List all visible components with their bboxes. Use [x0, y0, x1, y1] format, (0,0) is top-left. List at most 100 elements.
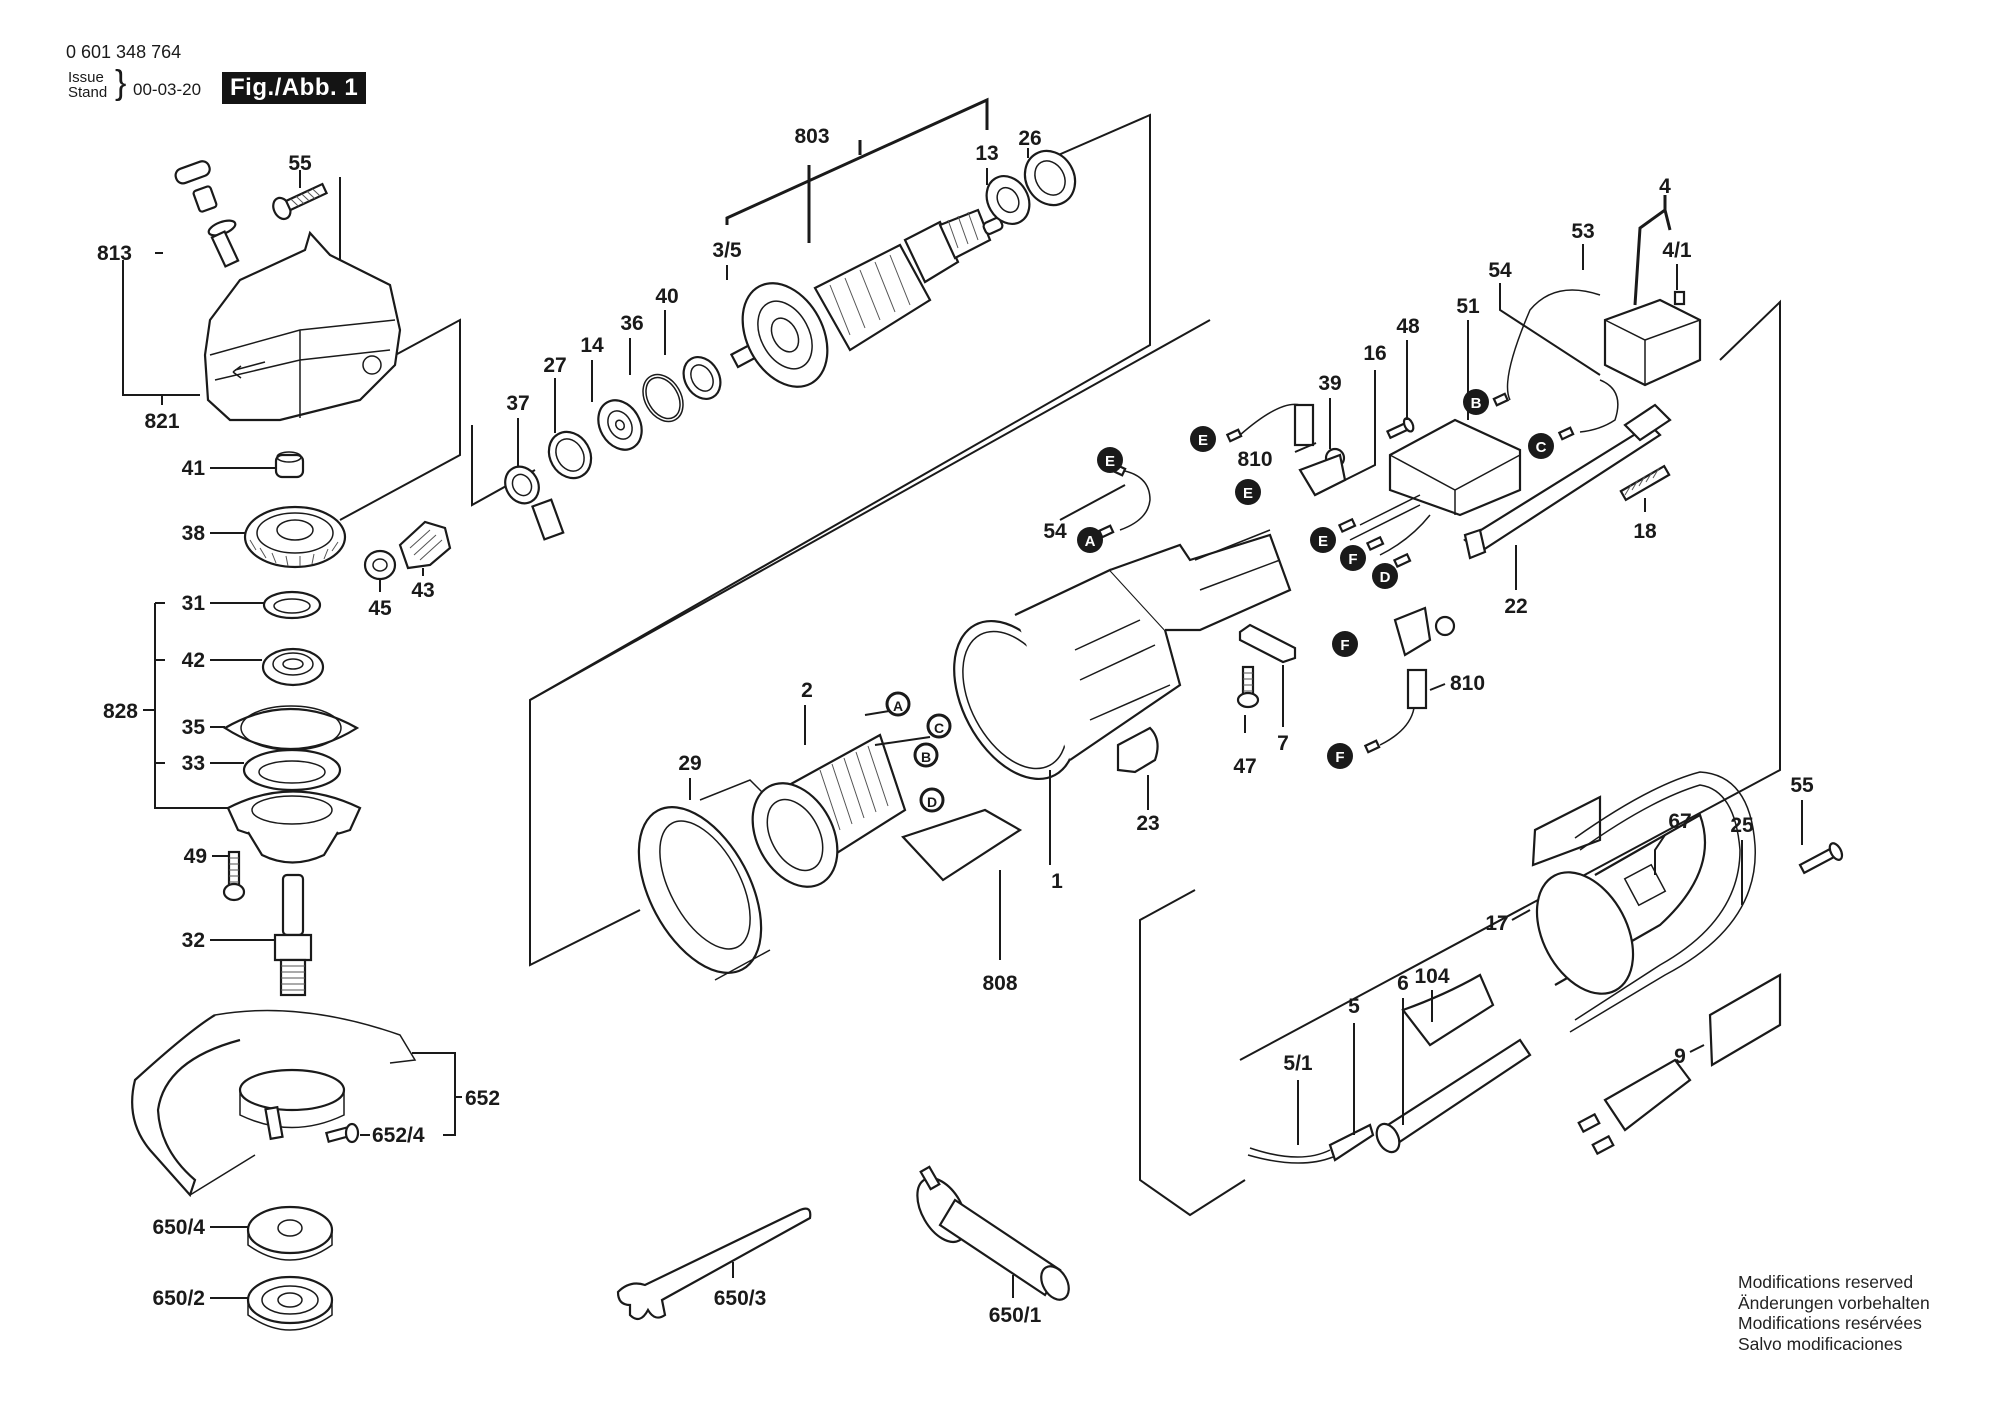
carbon-brush-810-lower	[1406, 668, 1428, 710]
callout-650-2: 650/2	[152, 1287, 205, 1310]
plate-7	[1238, 623, 1297, 664]
field-coil-2	[751, 709, 931, 888]
callout-39: 39	[1318, 372, 1341, 395]
electrical-leaders	[1294, 195, 1678, 691]
svg-text:C: C	[1536, 439, 1547, 456]
connector-e-2: E	[1190, 426, 1216, 452]
screw-55	[272, 182, 329, 221]
handle-25	[1535, 813, 1707, 995]
callout-652: 652	[465, 1087, 500, 1110]
connector-c-1: C	[1528, 433, 1554, 459]
callout-13: 13	[975, 142, 998, 165]
callout-23: 23	[1136, 812, 1159, 835]
callout-53: 53	[1571, 220, 1594, 243]
washer-36	[642, 373, 684, 423]
callout-51: 51	[1456, 295, 1480, 318]
notice-de: Änderungen vorbehalten	[1738, 1292, 1930, 1313]
armature-parts	[504, 149, 1077, 541]
circlip-31	[262, 590, 322, 620]
pin-spanner-650-3	[616, 1207, 812, 1321]
armature-leaders	[517, 97, 1029, 466]
connector-d-2: D	[919, 787, 945, 813]
label-104	[1401, 973, 1495, 1047]
callout-67: 67	[1668, 810, 1691, 833]
callout-40: 40	[655, 285, 678, 308]
power-plug	[1577, 1058, 1692, 1156]
svg-text:E: E	[1105, 453, 1115, 470]
guard-clamp	[238, 1068, 346, 1112]
connector-e-1: E	[1097, 447, 1123, 473]
nut-45	[363, 549, 397, 581]
screw-4-1	[1673, 290, 1686, 306]
callout-47: 47	[1233, 755, 1256, 778]
spindle-32	[281, 873, 305, 937]
callout-31: 31	[182, 592, 206, 615]
handle-parts	[1247, 771, 1844, 1164]
ball-bearing-13	[985, 175, 1031, 225]
gear-housing-821	[203, 230, 402, 422]
callout-4: 4	[1659, 175, 1671, 198]
armature-803	[729, 208, 1004, 388]
callout-5-1: 5/1	[1283, 1052, 1313, 1075]
housing-outline-left	[529, 319, 1211, 967]
callout-33: 33	[182, 752, 205, 775]
switch-pin	[210, 230, 240, 268]
bevel-gear-38	[243, 505, 347, 569]
ring-27	[547, 430, 593, 480]
callout-14: 14	[580, 334, 604, 357]
svg-text:D: D	[1380, 569, 1391, 586]
ball-bearing-14	[597, 399, 643, 451]
screw-48	[1385, 417, 1415, 440]
switch-4	[1603, 298, 1702, 387]
notice-es: Salvo modificaciones	[1738, 1333, 1903, 1354]
accessory-parts	[616, 1165, 1070, 1321]
callout-22: 22	[1504, 595, 1527, 618]
clamping-nut-650-2	[246, 1275, 334, 1325]
connector-b-2: B	[913, 742, 939, 768]
svg-text:D: D	[927, 794, 937, 810]
connector-markers: E A E E E F D B C F F A C B D	[885, 389, 1554, 813]
callout-3-5: 3/5	[712, 239, 742, 262]
cable-guard-5	[1328, 1123, 1375, 1162]
callout-48: 48	[1396, 315, 1420, 338]
callout-16: 16	[1363, 342, 1386, 365]
connector-f-1: F	[1340, 545, 1366, 571]
mounting-flange-650-4	[246, 1205, 334, 1255]
callout-49: 49	[184, 845, 207, 868]
connector-f-2: F	[1332, 631, 1358, 657]
connector-f-3: F	[1327, 743, 1353, 769]
callout-17: 17	[1485, 912, 1508, 935]
callout-652-4: 652/4	[372, 1124, 425, 1147]
brush-holder-16	[1298, 453, 1347, 497]
armature-outline-right	[529, 113, 1151, 701]
label-9	[1708, 973, 1782, 1067]
switch-outline-right	[1239, 299, 1781, 1061]
ball-bearing-42	[261, 647, 325, 687]
part-number: 0 601 348 764	[66, 42, 182, 62]
notice-en: Modifications reserved	[1738, 1272, 1914, 1292]
accessory-leaders	[732, 1262, 1014, 1298]
figure-badge: Fig./Abb. 1	[222, 72, 367, 104]
seal-33	[242, 748, 342, 792]
connector-e-4: E	[1310, 527, 1336, 553]
brace-glyph: }	[115, 64, 127, 102]
connector-a-2: A	[885, 691, 911, 717]
connector-a-1: A	[1077, 527, 1103, 553]
lead-53	[1506, 289, 1601, 401]
issue-label-en: Issue	[68, 69, 104, 86]
lock-button-23	[1116, 726, 1159, 774]
callout-650-3: 650/3	[714, 1287, 767, 1310]
connector-e-3: E	[1235, 479, 1261, 505]
sleeve	[531, 498, 565, 541]
notice-fr: Modifications resérvées	[1738, 1313, 1922, 1333]
callout-2: 2	[801, 679, 813, 702]
svg-text:F: F	[1335, 749, 1344, 766]
end-cap-29	[637, 806, 763, 974]
spring-18	[1619, 464, 1671, 502]
callout-104: 104	[1414, 965, 1449, 988]
label-17	[1531, 795, 1602, 867]
insulation-808	[901, 808, 1023, 882]
callout-6: 6	[1397, 972, 1409, 995]
seal-37	[504, 465, 540, 505]
